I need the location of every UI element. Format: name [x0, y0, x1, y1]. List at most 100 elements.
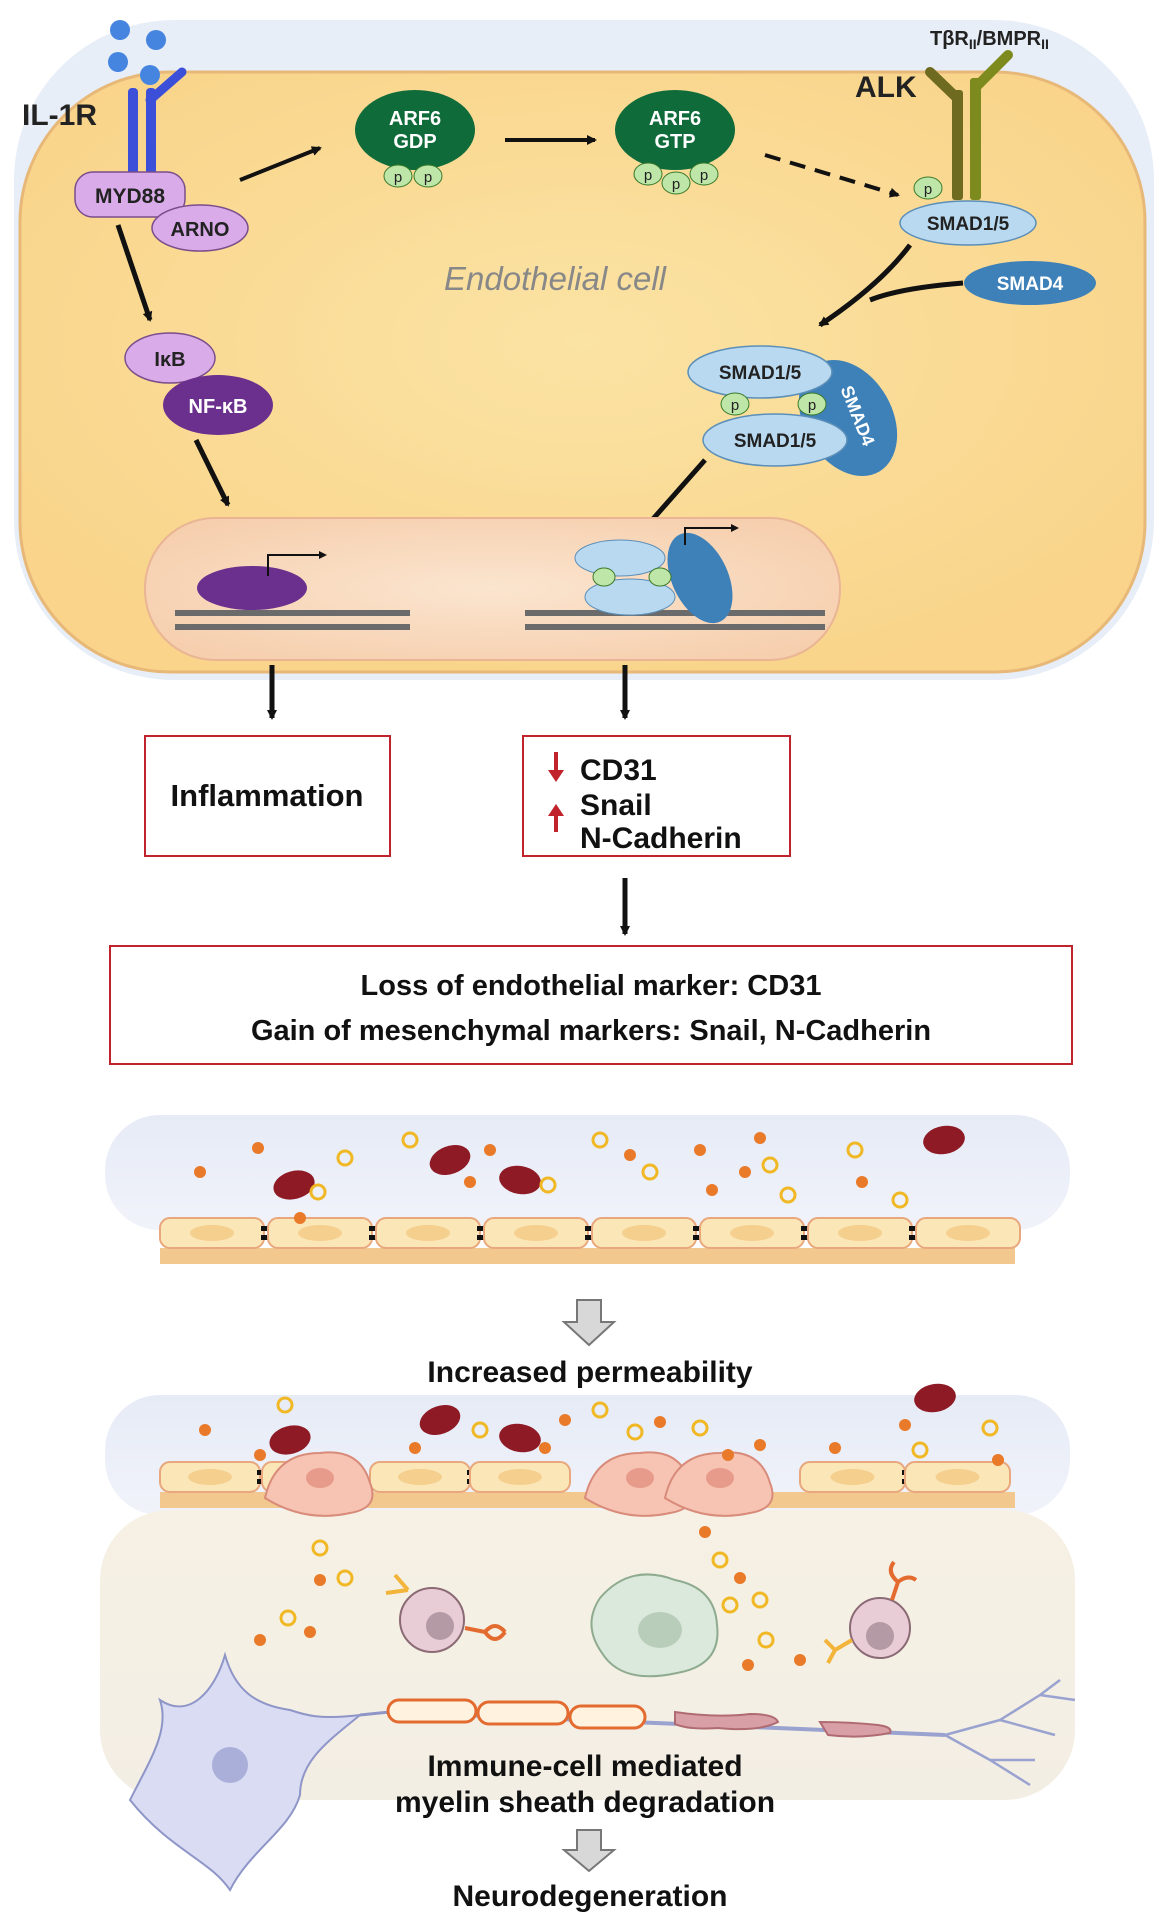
arf6-gdp-label: ARF6 [389, 108, 441, 130]
orange-particle [199, 1424, 211, 1436]
yellow-particle [711, 1551, 729, 1569]
alk-label: ALK [855, 71, 917, 104]
cell-nucleus [188, 1469, 232, 1485]
yellow-particle [761, 1156, 779, 1174]
yellow-particle [539, 1176, 557, 1194]
blood-particles-intact [194, 1125, 965, 1224]
ikb-protein [124, 332, 216, 384]
red-blood-cell [429, 1145, 471, 1175]
yellow-particle [721, 1596, 739, 1614]
arf6-gtp-label: ARF6 [649, 108, 701, 130]
tight-junction [369, 1235, 377, 1240]
yellow-particle [591, 1131, 609, 1149]
neuron [128, 1651, 1076, 1892]
neurodegeneration-label: Neurodegeneration [452, 1880, 727, 1913]
arrow-smad4-join [869, 280, 964, 303]
arno-label: ARNO [171, 219, 230, 241]
orange-particle [194, 1166, 206, 1178]
svg-text:p: p [808, 397, 816, 414]
yellow-particle [891, 1191, 909, 1209]
svg-text:p: p [672, 176, 680, 193]
red-blood-cell [419, 1405, 461, 1435]
summary-line-2: Gain of mesenchymal markers: Snail, N-Ca… [251, 1015, 931, 1047]
tight-junction [909, 1226, 917, 1231]
smad-complex: SMAD4 SMAD1/5 SMAD1/5 p p [687, 345, 898, 477]
arf6-gtp-phospho: p p p [633, 162, 719, 195]
orange-particle [794, 1654, 806, 1666]
orange-particle [294, 1212, 306, 1224]
nfkb-protein [163, 375, 273, 435]
extravasated-particles [254, 1526, 806, 1671]
hollow-arrow-1 [561, 1299, 617, 1347]
cell-nucleus [498, 1469, 542, 1485]
orange-particle [722, 1449, 734, 1461]
svg-text:SMAD1/5: SMAD1/5 [719, 363, 802, 384]
tight-junction [801, 1235, 809, 1240]
arrow-smad-to-nucleus [643, 458, 707, 530]
tight-junction [585, 1235, 593, 1240]
vessel-lumen-intact [105, 1115, 1070, 1230]
dna-right [525, 610, 825, 630]
macrophage [590, 1573, 719, 1678]
il1r-receptor [128, 67, 187, 178]
orange-particle [252, 1142, 264, 1154]
svg-text:p: p [644, 167, 652, 184]
orange-particle [856, 1176, 868, 1188]
myelin-label-1: Immune-cell mediated [427, 1750, 742, 1783]
red-blood-cell [499, 1165, 541, 1195]
il1-ligand-dots [108, 20, 166, 85]
cell-nucleus [398, 1469, 442, 1485]
cell-nucleus [935, 1469, 980, 1485]
orange-particle [829, 1442, 841, 1454]
orange-particle [559, 1414, 571, 1426]
orange-particle [539, 1442, 551, 1454]
svg-text:SMAD1/5: SMAD1/5 [734, 431, 817, 452]
tight-junction [909, 1235, 917, 1240]
orange-particle [484, 1144, 496, 1156]
immune-cell-left [385, 1573, 507, 1653]
arf6-gtp-protein [615, 90, 735, 170]
red-blood-cell [923, 1125, 965, 1155]
arrow-gtp-to-smad [764, 153, 900, 198]
orange-particle [992, 1454, 1004, 1466]
tight-junction [693, 1235, 701, 1240]
yellow-particle [336, 1149, 354, 1167]
myd88-label: MYD88 [95, 185, 165, 208]
receptor-phospho [913, 176, 943, 200]
transcription-arrow-right [684, 524, 739, 545]
yellow-particle [279, 1609, 297, 1627]
cell-nucleus [946, 1225, 990, 1241]
yellow-particle [757, 1631, 775, 1649]
snail-label: Snail [580, 789, 652, 822]
tight-junction [369, 1226, 377, 1231]
orange-particle [304, 1626, 316, 1638]
arno-protein [151, 204, 249, 252]
transcription-arrow-left [267, 551, 327, 576]
down-arrow-icon [548, 752, 564, 782]
yellow-particle [401, 1131, 419, 1149]
immune-cell-right [823, 1560, 918, 1664]
arrow-arno-to-arf6 [239, 146, 322, 182]
summary-line-1: Loss of endothelial marker: CD31 [361, 970, 822, 1002]
arrow-smad-assembly [818, 243, 912, 328]
myelin-label-2: myelin sheath degradation [395, 1786, 775, 1819]
blood-particles-leaky [199, 1383, 1004, 1466]
cell-nucleus [190, 1225, 234, 1241]
arrow-myd88-to-ikb [115, 224, 153, 322]
yellow-particle [276, 1396, 294, 1414]
cell-nucleus [622, 1225, 666, 1241]
transitioning-nucleus [706, 1468, 734, 1488]
arrow-nfkb-to-nucleus [193, 438, 231, 507]
transitioning-nucleus [626, 1468, 654, 1488]
orange-particle [899, 1419, 911, 1431]
permeability-label: Increased permeability [427, 1356, 752, 1389]
nfkb-label: NF-κB [189, 396, 248, 418]
orange-particle [314, 1574, 326, 1586]
yellow-particle [911, 1441, 929, 1459]
endothelial-layer-leaky [159, 1451, 1011, 1517]
yellow-particle [691, 1419, 709, 1437]
orange-particle [254, 1634, 266, 1646]
inflammation-label: Inflammation [171, 778, 364, 813]
